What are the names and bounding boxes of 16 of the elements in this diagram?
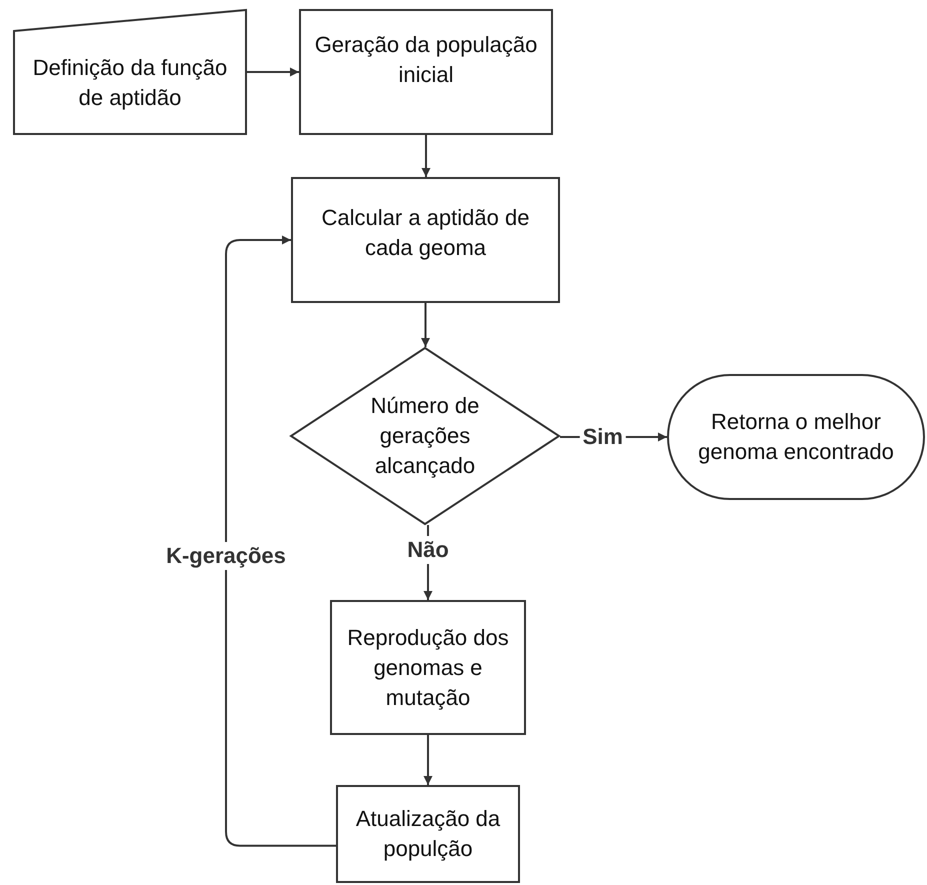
node-text: Atualização da populção <box>354 805 502 863</box>
process-box <box>330 600 526 735</box>
node-text: Definição da função de aptidão <box>32 54 228 112</box>
process-box <box>336 785 520 883</box>
process-box <box>291 177 560 303</box>
node-text: Calcular a aptidão de cada geoma <box>320 204 530 262</box>
node-text: Reprodução dos genomas e mutação <box>346 624 510 712</box>
arrow <box>421 303 430 347</box>
arrow <box>247 68 299 76</box>
arrow <box>424 735 432 785</box>
process-box <box>299 9 553 135</box>
arrow <box>225 236 336 847</box>
node-text: Número de gerações alcançado <box>370 392 480 480</box>
node-text: Geração da população inicial <box>314 31 538 89</box>
node-text: Retorna o melhor genoma encontrado <box>697 408 895 466</box>
arrow <box>422 135 430 177</box>
